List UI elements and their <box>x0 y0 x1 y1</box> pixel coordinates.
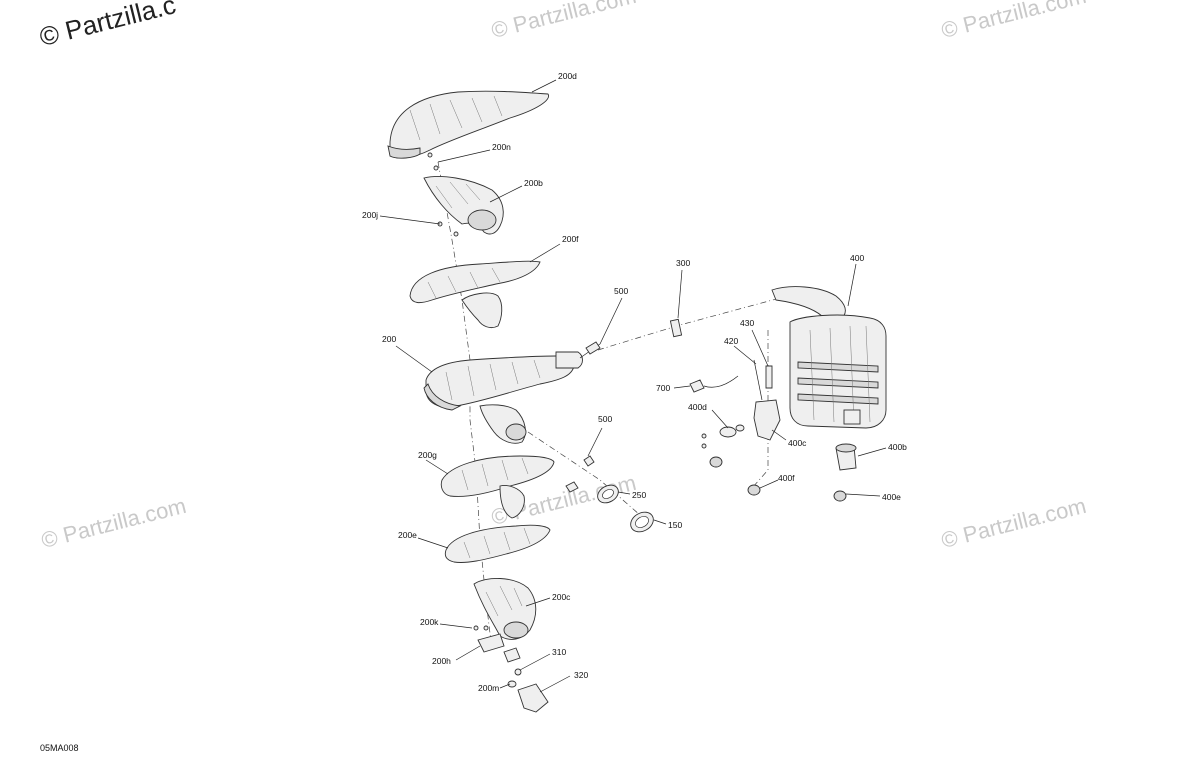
assembly-axis-bracket <box>751 330 769 489</box>
callout-200c: 200c <box>552 592 571 602</box>
callout-310: 310 <box>552 647 566 657</box>
callout-400d: 400d <box>688 402 707 412</box>
assembly-axis-right <box>597 297 781 351</box>
part-400c-bracket <box>753 399 781 441</box>
callout-400e: 400e <box>882 492 901 502</box>
callout-200m: 200m <box>478 683 499 693</box>
callout-200n: 200n <box>492 142 511 152</box>
callout-200d: 200d <box>558 71 577 81</box>
part-300-clamp <box>669 318 683 338</box>
part-400-muffler <box>771 286 887 429</box>
assembly-axis-lower <box>527 431 641 516</box>
callout-400f: 400f <box>778 473 795 483</box>
callout-430: 430 <box>740 318 754 328</box>
part-400f-grommet <box>709 456 761 496</box>
part-200h-bracket <box>477 633 521 663</box>
part-400d-washers <box>701 424 745 449</box>
part-320-tailpipe <box>517 683 549 713</box>
callout-200b: 200b <box>524 178 543 188</box>
callout-200e: 200e <box>398 530 417 540</box>
part-200k-screws <box>473 625 489 631</box>
callout-150: 150 <box>668 520 682 530</box>
part-500-spring-upper <box>579 341 601 359</box>
diagram-code: 05MA008 <box>40 743 79 753</box>
part-150-gasket <box>630 511 654 533</box>
callout-700: 700 <box>656 383 670 393</box>
part-400b-mount <box>835 443 857 471</box>
part-430-bolt <box>765 365 773 389</box>
part-200g-shield <box>440 455 555 519</box>
part-200d-heat-shield <box>387 90 550 159</box>
callout-250: 250 <box>632 490 646 500</box>
part-200m-washer <box>507 680 517 688</box>
callout-500-lower: 500 <box>598 414 612 424</box>
part-200e-shield <box>444 524 551 563</box>
callout-200h: 200h <box>432 656 451 666</box>
callout-400b: 400b <box>888 442 907 452</box>
part-400e-grommet <box>833 490 847 502</box>
callout-200k: 200k <box>420 617 439 627</box>
part-500-spring-lower <box>565 455 595 493</box>
part-200-exhaust-pipe <box>423 351 583 444</box>
callout-200j: 200j <box>362 210 378 220</box>
part-420-stud <box>753 359 763 401</box>
part-700-sensor <box>689 375 739 393</box>
part-200c-shield <box>473 578 537 640</box>
part-250-gasket <box>597 484 619 504</box>
callout-300: 300 <box>676 258 690 268</box>
part-200j-screws <box>437 221 459 237</box>
callout-500-upper: 500 <box>614 286 628 296</box>
callout-200: 200 <box>382 334 396 344</box>
callout-420: 420 <box>724 336 738 346</box>
callout-200g: 200g <box>418 450 437 460</box>
callout-400: 400 <box>850 253 864 263</box>
leader-lines <box>379 79 887 693</box>
part-200n-screws <box>427 152 439 171</box>
part-200b-shield <box>423 176 504 235</box>
callout-labels: 200d 200n 200b 200j 200f 300 400 500 430… <box>362 71 907 693</box>
callout-200f: 200f <box>562 234 579 244</box>
part-310-nut <box>514 668 522 676</box>
part-200f-shield <box>409 260 541 329</box>
callout-400c: 400c <box>788 438 807 448</box>
callout-320: 320 <box>574 670 588 680</box>
